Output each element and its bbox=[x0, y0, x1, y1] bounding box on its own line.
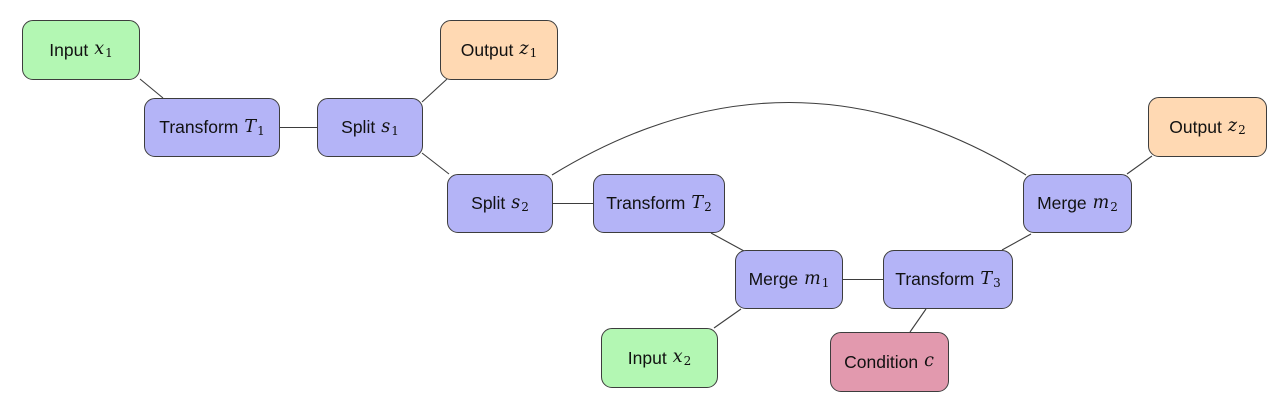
edge-condition-c-to-transform-t3 bbox=[909, 308, 927, 333]
edge-split-s1-to-output-z1 bbox=[421, 78, 448, 103]
node-input-x2-label: Input bbox=[627, 347, 667, 368]
node-transform-t3-label: Transform bbox=[895, 269, 975, 289]
node-condition-c: Condition c bbox=[830, 332, 949, 392]
edge-split-s1-to-split-s2 bbox=[421, 152, 450, 175]
node-output-z1-label: Output bbox=[460, 39, 514, 60]
node-input-x1-label: Input bbox=[49, 39, 89, 60]
edge-input-x2-to-merge-m1 bbox=[713, 308, 742, 329]
node-split-s2-label: Split bbox=[471, 193, 506, 213]
node-transform-t1-label: Transform bbox=[159, 117, 239, 137]
node-merge-m1-label: Merge bbox=[748, 269, 799, 289]
node-condition-c-math: c bbox=[924, 351, 934, 372]
edge-split-s2-to-merge-m2 bbox=[551, 102, 1027, 176]
edge-merge-m2-to-output-z2 bbox=[1126, 155, 1153, 175]
node-merge-m2-label: Merge bbox=[1037, 193, 1087, 213]
node-split-s1-label: Split bbox=[341, 117, 376, 137]
node-output-z2-label: Output bbox=[1169, 116, 1222, 137]
node-transform-t2-label: Transform bbox=[606, 193, 686, 213]
edge-transform-t2-to-merge-m1 bbox=[710, 232, 745, 252]
node-condition-c-label: Condition bbox=[844, 351, 919, 372]
edge-transform-t3-to-merge-m2 bbox=[1001, 233, 1032, 251]
edge-input-x1-to-transform-t1 bbox=[139, 78, 164, 99]
